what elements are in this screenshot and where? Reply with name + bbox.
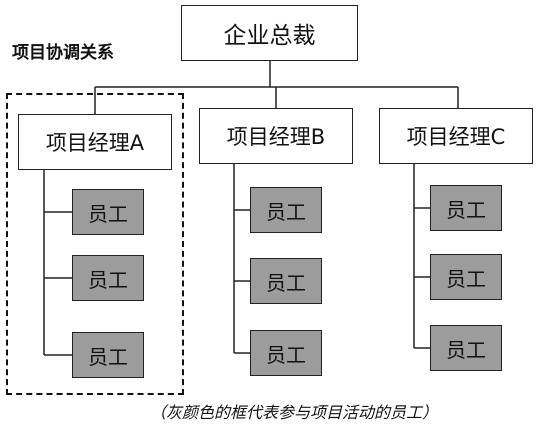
project-manager-c-node: 项目经理C (379, 108, 533, 164)
employee-a2-node: 员工 (72, 255, 144, 301)
employee-c2-node: 员工 (430, 254, 502, 300)
employee-a3-node: 员工 (72, 332, 144, 378)
employee-a1-node: 员工 (72, 189, 144, 235)
ceo-node: 企业总裁 (181, 5, 358, 61)
employee-b1-node: 员工 (250, 187, 322, 233)
project-coordination-boundary (6, 93, 184, 395)
project-manager-a-node: 项目经理A (18, 114, 172, 170)
employee-c3-node: 员工 (430, 325, 502, 371)
employee-b3-node: 员工 (250, 330, 322, 376)
project-coordination-label: 项目协调关系 (12, 43, 114, 63)
project-manager-b-node: 项目经理B (199, 108, 353, 164)
legend-caption: （灰颜色的框代表参与项目活动的员工） (150, 403, 439, 422)
employee-c1-node: 员工 (430, 185, 502, 231)
employee-b2-node: 员工 (250, 258, 322, 304)
